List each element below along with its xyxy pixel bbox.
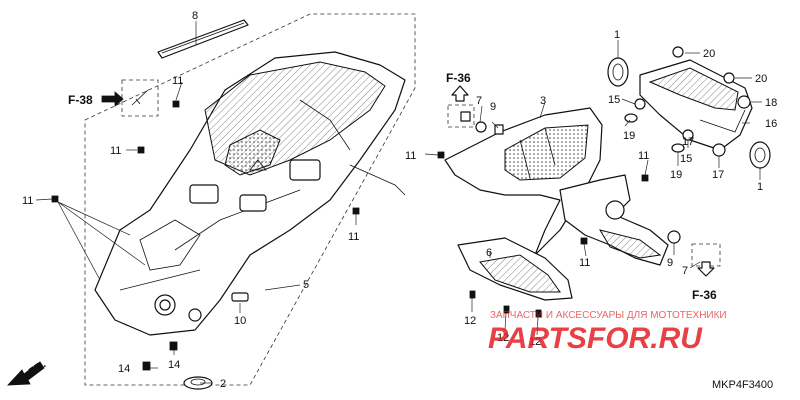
callout-19: 19 <box>670 169 682 181</box>
assembly-outline-left <box>84 13 416 386</box>
watermark-text: ЗАПЧАСТИ И АКСЕССУАРЫ ДЛЯ МОТОТЕХНИКИ <box>490 310 727 321</box>
f36-bottom-reference: F-36 <box>691 243 721 302</box>
callout-7: 7 <box>682 265 688 277</box>
watermark: ЗАПЧАСТИ И АКСЕССУАРЫ ДЛЯ МОТОТЕХНИКИ PA… <box>488 310 727 355</box>
callout-20: 20 <box>755 73 767 85</box>
leader-lines <box>35 21 762 384</box>
callout-15: 15 <box>608 94 620 106</box>
part-6-plate <box>457 237 573 301</box>
callout-labels: 8 11 11 11 11 5 10 14 14 2 7 9 3 11 11 6… <box>22 10 777 390</box>
svg-text:F-38: F-38 <box>68 93 93 107</box>
callout-20: 20 <box>703 48 715 60</box>
watermark-logo: PARTSFOR.RU <box>488 322 703 355</box>
callout-11: 11 <box>22 195 33 207</box>
callout-17: 17 <box>682 136 694 148</box>
callout-18: 18 <box>765 97 777 109</box>
part-8-strip <box>157 19 249 59</box>
callout-3: 3 <box>540 95 546 107</box>
callout-16: 16 <box>765 118 777 130</box>
callout-14: 14 <box>118 363 130 375</box>
callout-11: 11 <box>638 150 649 162</box>
callout-19: 19 <box>623 130 635 142</box>
callout-9: 9 <box>490 101 496 113</box>
direction-arrow: FR. <box>7 358 48 386</box>
svg-text:F-36: F-36 <box>692 288 717 302</box>
callout-11: 11 <box>110 145 121 157</box>
callout-12: 12 <box>529 336 541 348</box>
callout-12: 12 <box>464 315 476 327</box>
callout-8: 8 <box>192 10 198 22</box>
callout-6: 6 <box>486 247 492 259</box>
part-5-rear-fender <box>94 51 406 336</box>
callout-10: 10 <box>234 315 246 327</box>
svg-text:F-36: F-36 <box>446 71 471 85</box>
part-11-clips-left <box>51 100 360 215</box>
callout-17: 17 <box>712 169 724 181</box>
part-1-grommets <box>607 57 771 169</box>
hardware-right <box>437 46 751 318</box>
callout-14: 14 <box>168 359 180 371</box>
part-10-block <box>231 292 249 302</box>
callout-12: 12 <box>497 332 509 344</box>
diagram-code: MKP4F3400 <box>712 379 773 391</box>
callout-1: 1 <box>757 181 763 193</box>
f38-reference: F-38 <box>68 79 159 117</box>
callout-11: 11 <box>579 257 590 269</box>
callout-11: 11 <box>348 231 359 243</box>
callout-15: 15 <box>680 153 692 165</box>
part-14-fasteners <box>142 341 178 371</box>
callout-1: 1 <box>614 29 620 41</box>
f36-top-reference: F-36 <box>446 71 475 128</box>
callout-5: 5 <box>303 279 309 291</box>
callout-11: 11 <box>405 150 416 162</box>
part-16-bracket <box>639 59 753 151</box>
callout-9: 9 <box>667 257 673 269</box>
part-3-bracket <box>444 107 603 256</box>
callout-11: 11 <box>172 75 183 87</box>
callout-7: 7 <box>476 95 482 107</box>
part-3-lower-bracket <box>559 174 669 266</box>
callout-2: 2 <box>220 378 226 390</box>
